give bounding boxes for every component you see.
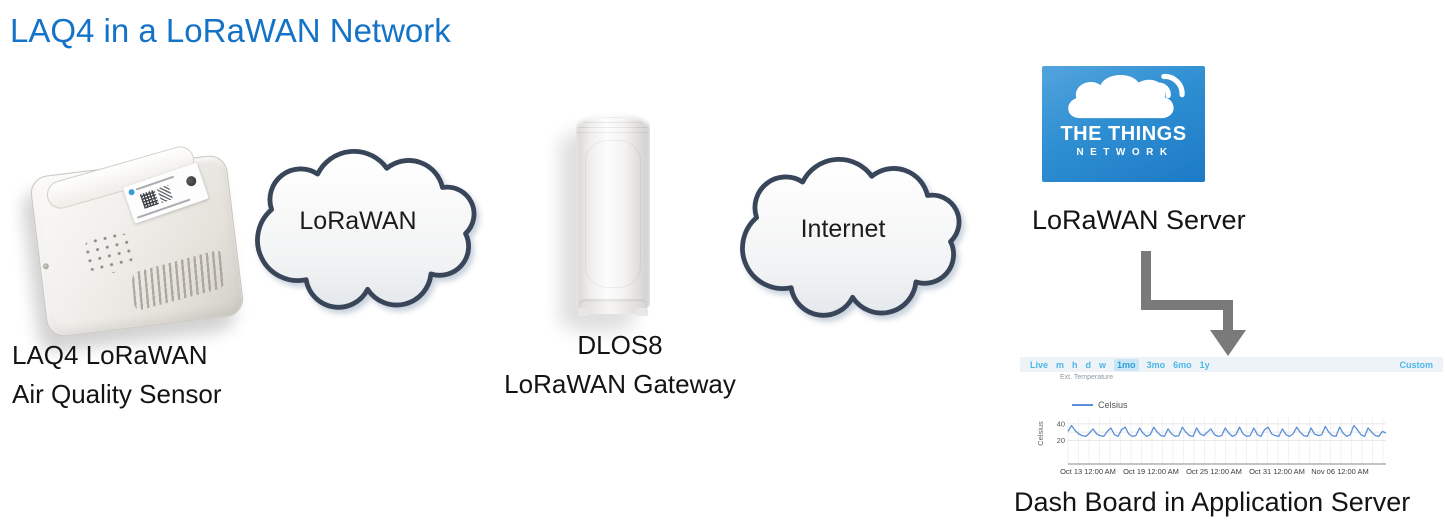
x-tick-2: Oct 25 12:00 AM	[1186, 467, 1242, 476]
ttn-cloud-icon	[1067, 73, 1185, 119]
toolbar-item-6mo[interactable]: 6mo	[1173, 359, 1192, 370]
internet-cloud: Internet	[718, 136, 968, 328]
legend-label: Celsius	[1098, 400, 1128, 410]
dlos8-gateway-image	[576, 112, 650, 316]
gateway-body	[576, 112, 650, 314]
x-tick-3: Oct 31 12:00 AM	[1249, 467, 1305, 476]
ttn-logo-text1: THE THINGS	[1060, 123, 1187, 145]
chart-legend: Celsius	[1072, 400, 1128, 410]
dashboard-caption: Dash Board in Application Server	[1014, 487, 1411, 517]
laq4-sensor-image	[28, 143, 246, 339]
wifi-arc-large-icon	[1160, 73, 1185, 98]
x-tick-0: Oct 13 12:00 AM	[1060, 467, 1116, 476]
ttn-logo-text2: NETWORK	[1076, 147, 1174, 158]
legend-line-swatch	[1072, 404, 1093, 406]
toolbar-item-w[interactable]: w	[1099, 359, 1107, 370]
ttn-logo: THE THINGS NETWORK	[1042, 66, 1205, 182]
gateway-ridges	[577, 117, 649, 133]
toolbar-item-custom[interactable]: Custom	[1399, 359, 1434, 370]
sticker-logo-dot	[127, 188, 136, 196]
sensor-body	[28, 143, 246, 339]
screw-dot	[42, 262, 50, 270]
toolbar-item-1y[interactable]: 1y	[1199, 359, 1210, 370]
lorawan-cloud-label: LoRaWAN	[299, 206, 417, 235]
toolbar-item-3mo[interactable]: 3mo	[1146, 359, 1166, 370]
cloud-icon	[740, 157, 962, 318]
gateway-panel	[585, 140, 641, 288]
toolbar-item-m[interactable]: m	[1056, 359, 1065, 370]
toolbar-item-h[interactable]: h	[1072, 359, 1078, 370]
x-tick-4: Nov 06 12:00 AM	[1311, 467, 1369, 476]
svg-text:40: 40	[1057, 419, 1065, 428]
elbow-arrow-icon	[1141, 251, 1246, 356]
barcode	[156, 184, 174, 203]
sensor-button	[184, 174, 198, 188]
x-tick-1: Oct 19 12:00 AM	[1123, 467, 1179, 476]
page-title: LAQ4 in a LoRaWAN Network	[10, 12, 451, 49]
toolbar-item-d[interactable]: d	[1085, 359, 1092, 370]
speaker-grille	[77, 225, 140, 280]
vent-slats	[131, 248, 226, 312]
dashboard-toolbar: Live m h d w 1mo 3mo 6mo 1y Custom	[1020, 357, 1443, 372]
sensor-label: LAQ4 LoRaWAN Air Quality Sensor	[12, 336, 222, 414]
gateway-label-line2: LoRaWAN Gateway	[504, 369, 736, 399]
lorawan-cloud: LoRaWAN	[233, 128, 483, 320]
internet-cloud-label: Internet	[800, 214, 886, 243]
gateway-label: DLOS8 LoRaWAN Gateway	[470, 326, 770, 404]
sensor-label-line1: LAQ4 LoRaWAN	[12, 340, 208, 370]
gateway-base	[579, 299, 647, 314]
sensor-label-line2: Air Quality Sensor	[12, 379, 222, 409]
dashboard-screenshot: Live m h d w 1mo 3mo 6mo 1y Custom Ext. …	[1020, 357, 1445, 481]
toolbar-item-live[interactable]: Live	[1030, 359, 1049, 370]
svg-text:20: 20	[1057, 436, 1065, 445]
qr-code	[139, 189, 159, 209]
wifi-arc-small-icon	[1154, 82, 1171, 99]
cloud-icon	[255, 149, 477, 310]
gateway-label-line1: DLOS8	[577, 330, 663, 360]
server-label: LoRaWAN Server	[1032, 205, 1246, 235]
chart-title: Ext. Temperature	[1060, 374, 1114, 381]
toolbar-item-1mo[interactable]: 1mo	[1114, 358, 1139, 371]
